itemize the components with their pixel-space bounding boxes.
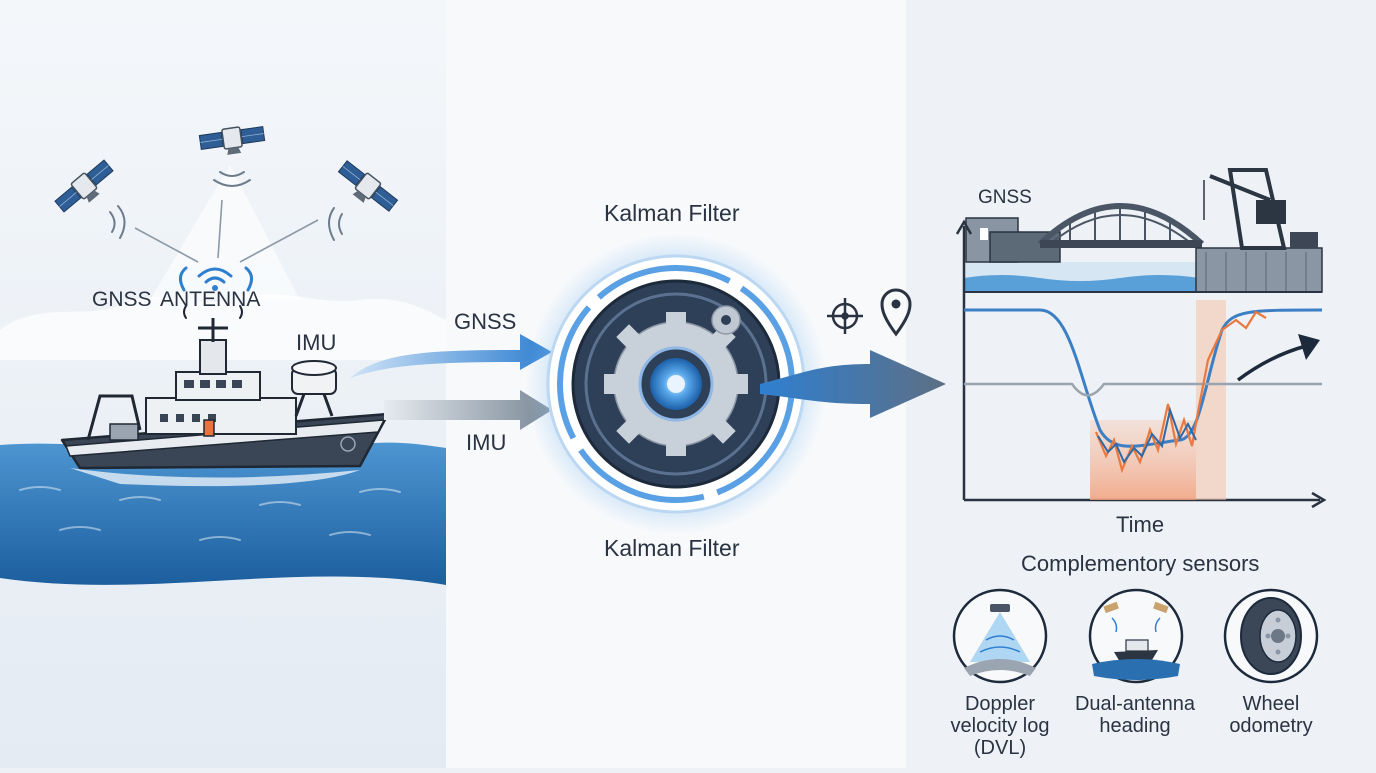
signal-waves-icon (109, 171, 343, 241)
dual-antenna-heading-icon (1088, 588, 1184, 684)
kalman-filter-caption: Kalman Filter (604, 535, 740, 561)
kalman-filter-title: Kalman Filter (604, 200, 740, 226)
antenna-label: ANTENNA (160, 288, 261, 311)
doppler-velocity-log-icon (952, 588, 1048, 684)
imu-drift-line (964, 382, 1322, 397)
crosshair-icon (827, 298, 863, 334)
time-axis-label: Time (1116, 512, 1165, 537)
wheel-odometry-icon (1223, 588, 1319, 684)
chart-gnss-label: GNSS (978, 187, 1032, 208)
fused-estimate-line (1097, 406, 1197, 465)
location-pin-icon (880, 288, 912, 337)
imu-label: IMU (296, 330, 337, 355)
dvl-caption-line: Doppler (964, 693, 1036, 715)
dual-antenna-caption: Dual-antenna heading (1060, 693, 1210, 737)
wheel-odometry-caption-line: odometry (1229, 715, 1313, 737)
imu-input-label: IMU (466, 430, 507, 455)
dvl-caption: Doppler velocity log (DVL) (925, 693, 1075, 759)
gnss-label: GNSS (92, 288, 152, 311)
signal-lines (134, 199, 319, 263)
gnss-noisy-line (1094, 310, 1267, 474)
trend-arrow (1236, 344, 1307, 382)
dual-antenna-caption-line: Dual-antenna (1074, 693, 1196, 715)
kalman-filter-gear-icon (526, 234, 826, 534)
harbor-scene (964, 168, 1323, 293)
survey-ship-icon (60, 318, 390, 470)
complementary-sensors-heading: Complementory sensors (1021, 551, 1260, 576)
dual-antenna-caption-line: heading (1099, 715, 1171, 737)
imu-input-arrow (384, 390, 552, 430)
wheel-odometry-caption: Wheel odometry (1196, 693, 1346, 737)
wheel-odometry-caption-line: Wheel (1242, 693, 1300, 715)
gnss-input-label: GNSS (454, 309, 517, 334)
dvl-caption-line: velocity log (950, 715, 1050, 737)
output-arrow (760, 350, 946, 418)
gnss-input-arrow (350, 334, 552, 378)
dvl-caption-line: (DVL) (973, 737, 1027, 759)
antenna-signal-icon (179, 266, 253, 292)
